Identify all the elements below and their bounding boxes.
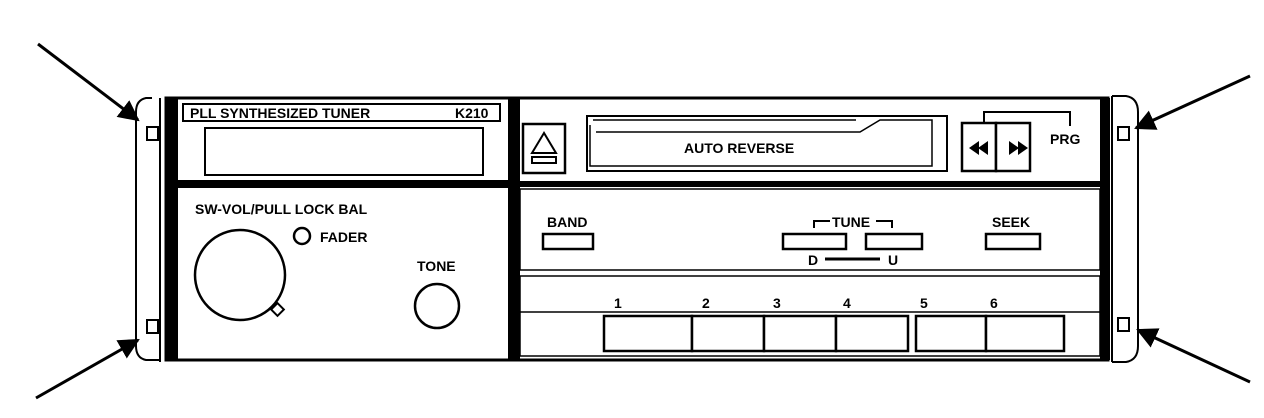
preset-label-5: 5 bbox=[920, 295, 928, 311]
arrow-top-left bbox=[37, 42, 140, 122]
left-mount-tab-bottom bbox=[146, 319, 159, 334]
preset-label-2: 2 bbox=[702, 295, 710, 311]
right-mount-tab-bottom bbox=[1117, 317, 1130, 332]
volume-knob[interactable] bbox=[193, 228, 287, 322]
right-bracket bbox=[1112, 95, 1139, 363]
preset-button-5[interactable] bbox=[914, 314, 988, 353]
cassette-slot-label: AUTO REVERSE bbox=[684, 140, 794, 156]
preset-button-1[interactable] bbox=[602, 314, 694, 353]
tune-up-label: U bbox=[888, 252, 898, 268]
preset-label-6: 6 bbox=[990, 295, 998, 311]
preset-label-1: 1 bbox=[614, 295, 622, 311]
preset-button-6[interactable] bbox=[984, 314, 1066, 353]
preset-button-4[interactable] bbox=[834, 314, 910, 353]
button-panel bbox=[519, 188, 1101, 271]
seek-button[interactable] bbox=[984, 232, 1042, 251]
preset-button-2[interactable] bbox=[690, 314, 766, 353]
preset-label-3: 3 bbox=[773, 295, 781, 311]
cassette-door bbox=[586, 115, 948, 172]
model-number: K210 bbox=[455, 105, 489, 121]
preset-button-3[interactable] bbox=[762, 314, 838, 353]
tuner-header bbox=[182, 103, 501, 122]
band-button[interactable] bbox=[541, 232, 595, 251]
seek-label: SEEK bbox=[992, 214, 1030, 230]
tune-up-button[interactable] bbox=[864, 232, 924, 251]
arrow-top-right bbox=[1134, 74, 1251, 130]
left-mount-tab-top bbox=[146, 126, 159, 141]
left-bracket bbox=[135, 97, 160, 361]
tuner-display bbox=[204, 127, 484, 176]
eject-icon bbox=[530, 131, 558, 154]
arrow-bottom-right bbox=[1136, 328, 1251, 384]
right-mount-tab-top bbox=[1117, 126, 1130, 141]
fader-label: FADER bbox=[320, 229, 367, 245]
tune-down-button[interactable] bbox=[781, 232, 848, 251]
volume-label: SW-VOL/PULL LOCK BAL bbox=[195, 201, 368, 217]
tune-down-label: D bbox=[808, 252, 818, 268]
volume-knob-indicator bbox=[269, 301, 286, 318]
preset-label-4: 4 bbox=[843, 295, 851, 311]
rewind-icon bbox=[969, 141, 988, 155]
fast-forward-icon bbox=[1009, 141, 1028, 155]
tune-label: TUNE bbox=[832, 214, 870, 230]
prg-label: PRG bbox=[1050, 131, 1080, 147]
arrow-bottom-left bbox=[35, 338, 140, 400]
tone-knob[interactable] bbox=[413, 282, 461, 330]
band-label: BAND bbox=[547, 214, 587, 230]
tone-label: TONE bbox=[417, 258, 456, 274]
fader-knob[interactable] bbox=[292, 226, 312, 246]
tuner-header-text: PLL SYNTHESIZED TUNER bbox=[190, 105, 370, 121]
